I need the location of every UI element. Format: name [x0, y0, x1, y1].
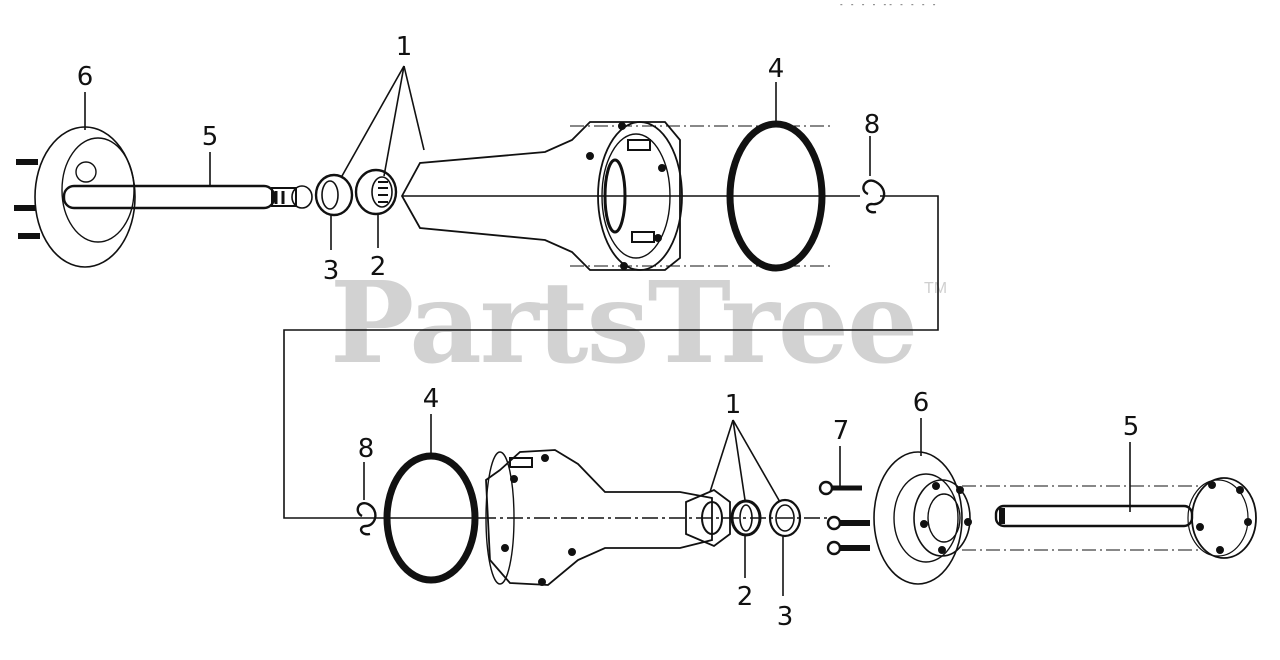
watermark-trademark: TM	[924, 280, 948, 297]
bottom-axle-housing-1	[480, 449, 830, 586]
top-leader-lines	[84, 65, 871, 250]
bottom-hub-flange-6	[873, 451, 1200, 585]
bottom-axle-shaft-5	[994, 477, 1257, 559]
top-bearing-2	[354, 168, 398, 216]
callout-top-8: 8	[863, 110, 881, 140]
bottom-leader-lines	[363, 414, 1131, 596]
callout-top-2: 2	[369, 252, 387, 282]
callout-top-3: 3	[322, 256, 340, 286]
bottom-seal-3	[768, 498, 802, 538]
watermark-logo: PartsTree	[330, 258, 918, 389]
callout-bottom-8: 8	[357, 434, 375, 464]
bottom-gasket-4	[360, 452, 480, 584]
callout-bottom-3: 3	[776, 602, 794, 632]
callout-bottom-1: 1	[724, 390, 742, 420]
top-axle-housing-1	[400, 121, 860, 271]
bottom-retaining-ring-8	[356, 502, 377, 536]
assembly-connector-line	[283, 195, 939, 519]
callout-top-1: 1	[395, 32, 413, 62]
callout-bottom-6: 6	[912, 388, 930, 418]
header-marks: - - - - -- - - - -	[840, 0, 939, 9]
callout-top-6: 6	[76, 62, 94, 92]
top-hub-flange-6	[14, 126, 136, 268]
callout-bottom-5: 5	[1122, 412, 1140, 442]
callout-top-5: 5	[201, 122, 219, 152]
bottom-bearing-2	[730, 499, 762, 537]
callout-bottom-4: 4	[422, 384, 440, 414]
callout-top-4: 4	[767, 54, 785, 84]
callout-bottom-2: 2	[736, 582, 754, 612]
bottom-bolts-7	[818, 480, 870, 556]
top-seal-3	[314, 173, 354, 217]
callout-bottom-7: 7	[832, 416, 850, 446]
top-axle-shaft-5	[62, 184, 313, 210]
top-retaining-ring-8	[862, 179, 886, 214]
